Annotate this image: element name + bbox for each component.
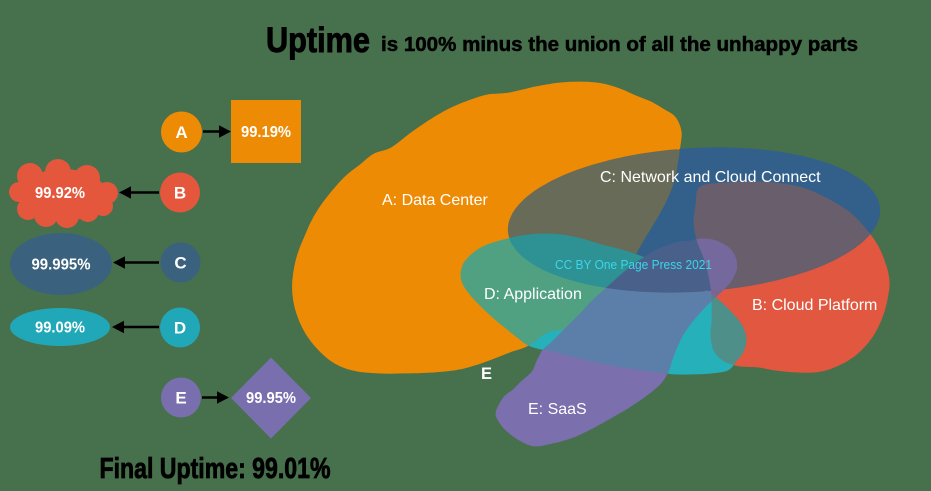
svg-text:B: Cloud Platform: B: Cloud Platform	[752, 297, 877, 314]
svg-text:A: Data Center: A: Data Center	[382, 192, 489, 209]
svg-text:Final Uptime: 99.01%: Final Uptime: 99.01%	[100, 453, 331, 485]
svg-text:99.09%: 99.09%	[35, 320, 85, 337]
svg-text:D: D	[174, 319, 186, 338]
svg-text:B: B	[174, 184, 186, 203]
svg-text:Uptime: Uptime	[266, 21, 370, 60]
svg-text:99.92%: 99.92%	[35, 185, 85, 202]
svg-text:C: Network and Cloud Connect: C: Network and Cloud Connect	[600, 169, 821, 186]
svg-text:99.19%: 99.19%	[241, 124, 291, 141]
svg-text:CC BY One Page Press 2021: CC BY One Page Press 2021	[555, 258, 712, 272]
svg-text:is 100% minus the union of all: is 100% minus the union of all the unhap…	[381, 34, 858, 56]
svg-text:D: Application: D: Application	[484, 286, 582, 303]
svg-text:99.95%: 99.95%	[246, 390, 296, 407]
svg-text:A: A	[175, 123, 187, 142]
svg-text:99.995%: 99.995%	[32, 257, 91, 274]
svg-text:C: C	[174, 254, 186, 273]
svg-text:E: SaaS: E: SaaS	[528, 401, 587, 418]
svg-text:E: E	[175, 389, 186, 408]
svg-text:E: E	[481, 365, 492, 383]
